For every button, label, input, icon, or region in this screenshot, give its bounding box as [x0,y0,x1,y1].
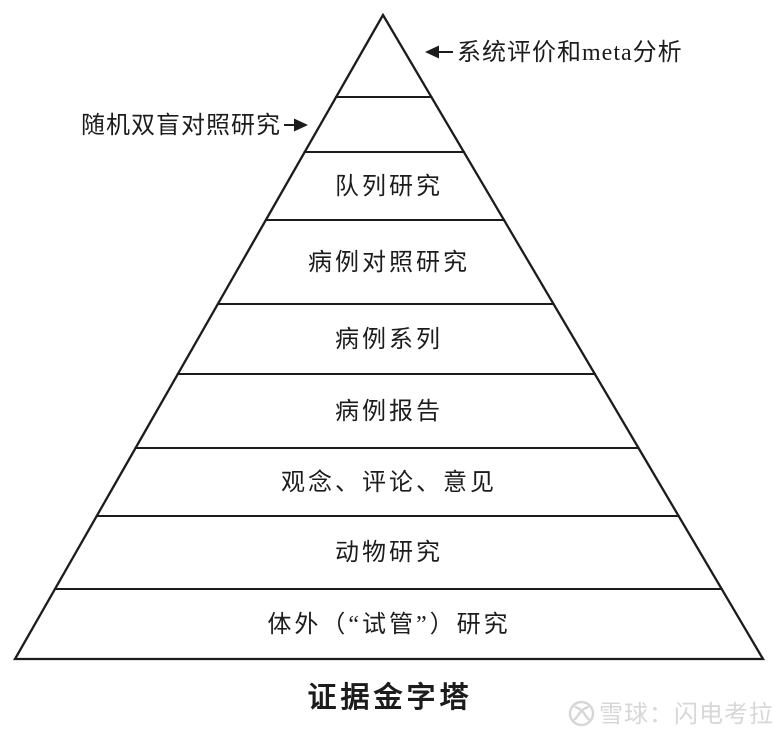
watermark: 雪球：闪电考拉 [568,700,774,728]
left-arrow-head-icon [425,45,439,59]
xueqiu-logo-icon [573,705,590,721]
annotation-apex-label: 系统评价和meta分析 [457,39,683,66]
layer-dividers [54,96,723,590]
layer-label-opinions: 观念、评论、意见 [281,469,497,496]
xueqiu-logo-icon [568,700,595,727]
diagram-title: 证据金字塔 [307,680,472,714]
layer-label-animal-research: 动物研究 [335,539,443,566]
annotation-second-layer-label: 随机双盲对照研究 [81,112,281,139]
layer-label-in-vitro-research: 体外（“试管”）研究 [267,611,510,638]
layer-label-case-series: 病例系列 [335,326,443,353]
xueqiu-logo-icon [574,705,591,721]
annotation-second-layer: 随机双盲对照研究 [81,112,308,139]
annotation-apex: 系统评价和meta分析 [425,39,683,66]
right-arrow-head-icon [294,118,308,132]
layer-labels: 队列研究 病例对照研究 病例系列 病例报告 观念、评论、意见 动物研究 体外（“… [267,173,510,638]
watermark-text: 雪球：闪电考拉 [599,701,774,728]
layer-label-case-control-study: 病例对照研究 [308,249,470,276]
layer-label-case-report: 病例报告 [335,398,443,425]
layer-label-cohort-study: 队列研究 [335,173,443,200]
pyramid-outline [13,12,766,661]
